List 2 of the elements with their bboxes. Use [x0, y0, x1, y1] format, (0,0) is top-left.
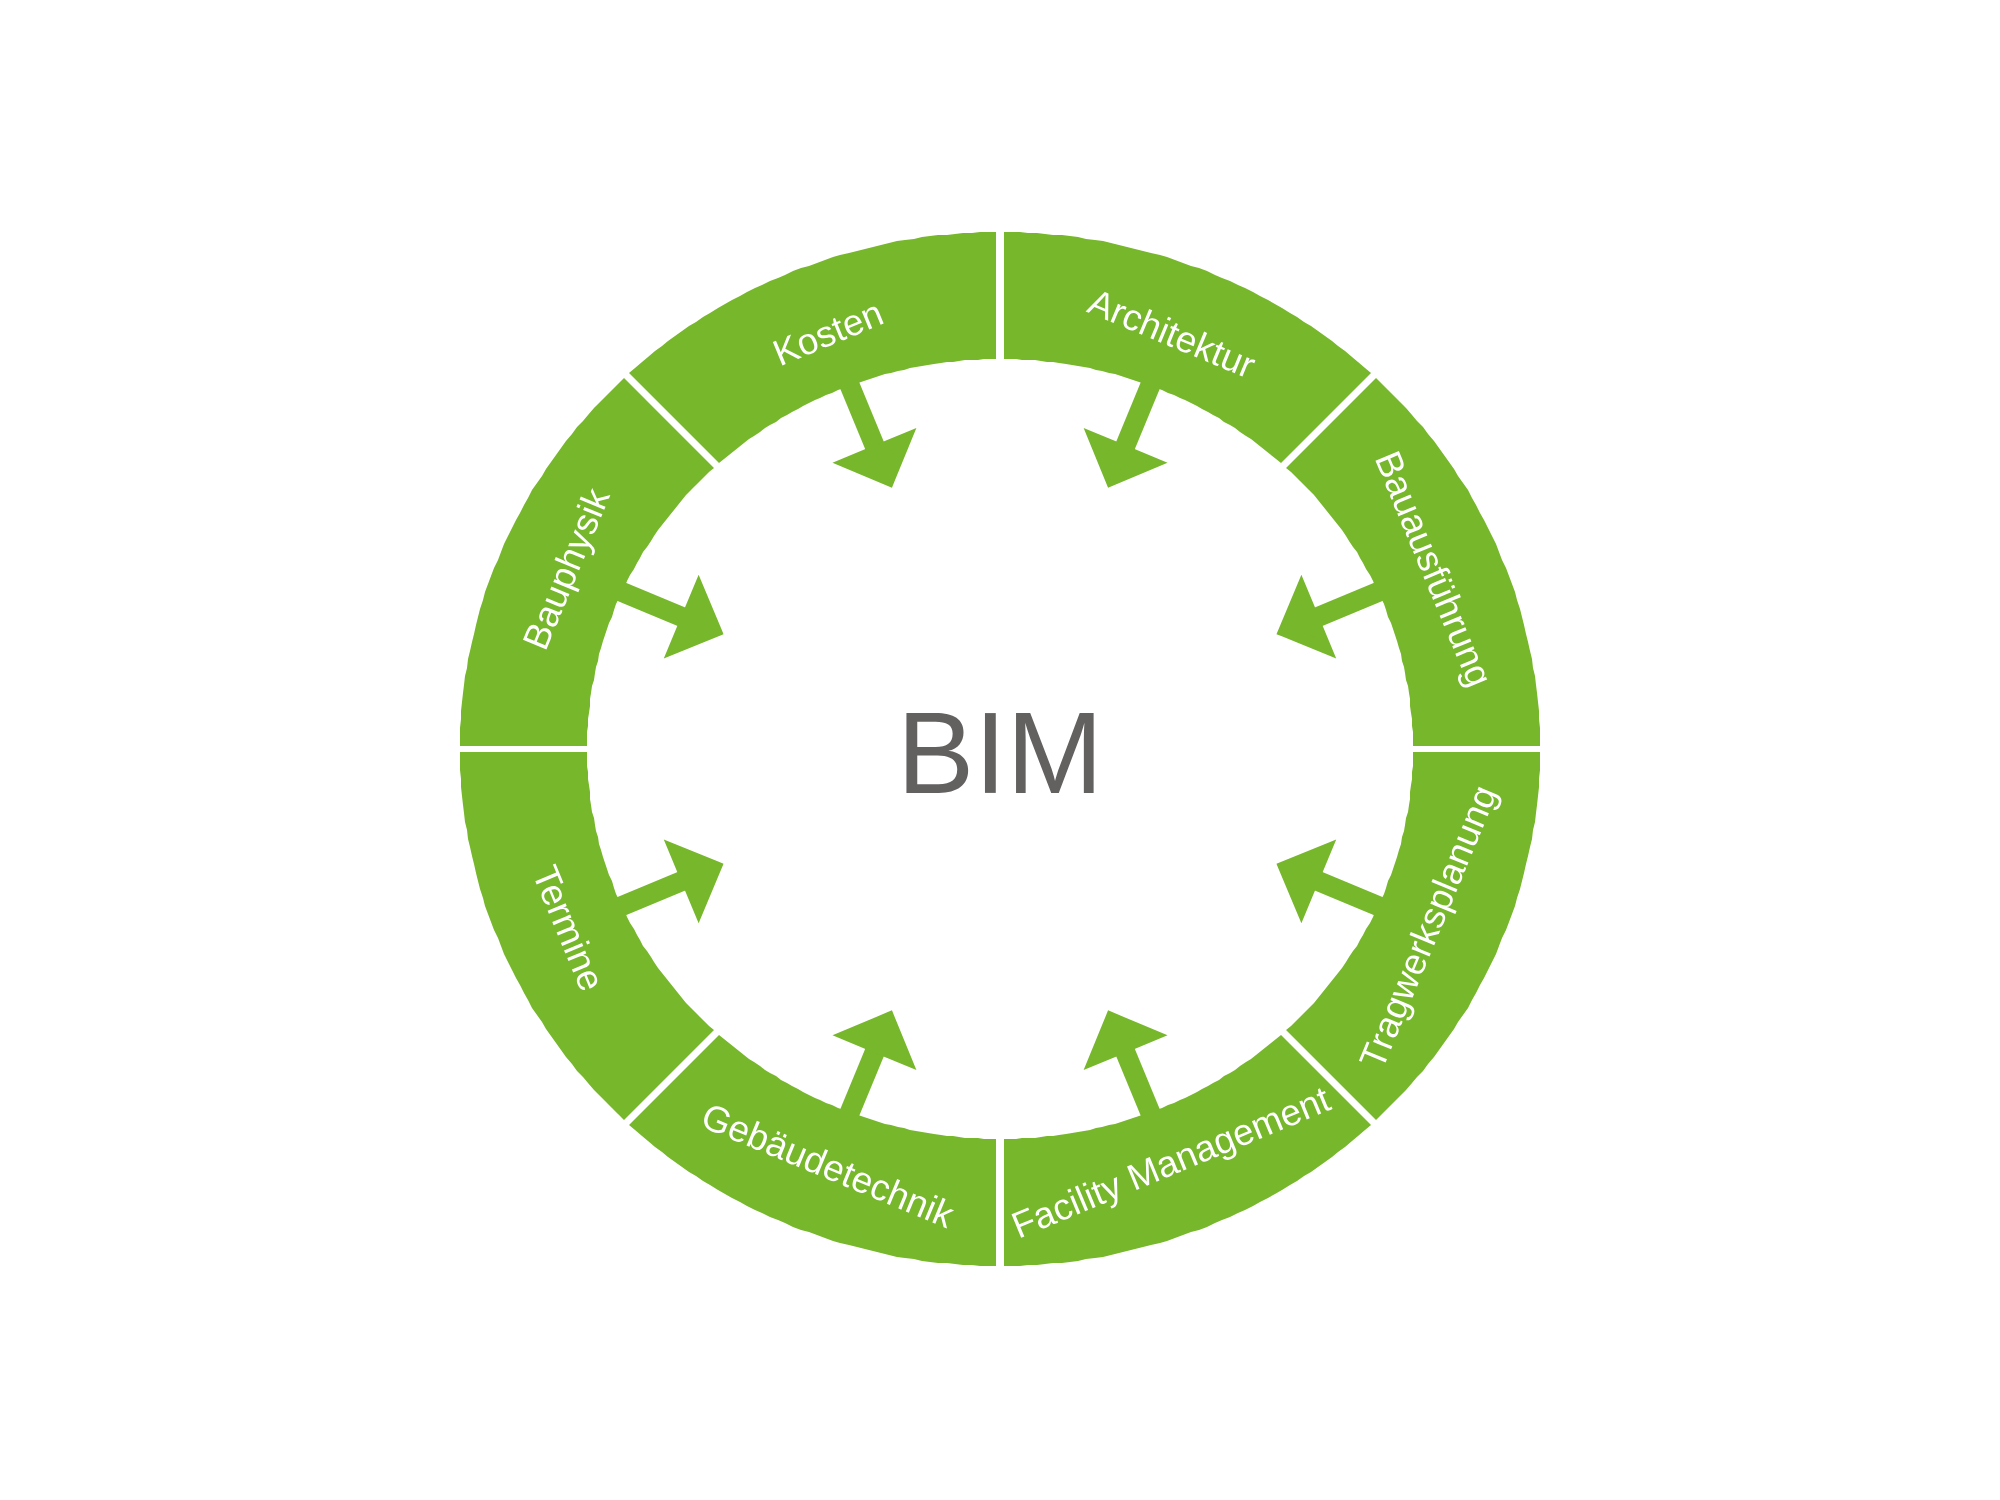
- ring-segment: Kosten: [629, 232, 996, 463]
- center-label: BIM: [906, 713, 1094, 793]
